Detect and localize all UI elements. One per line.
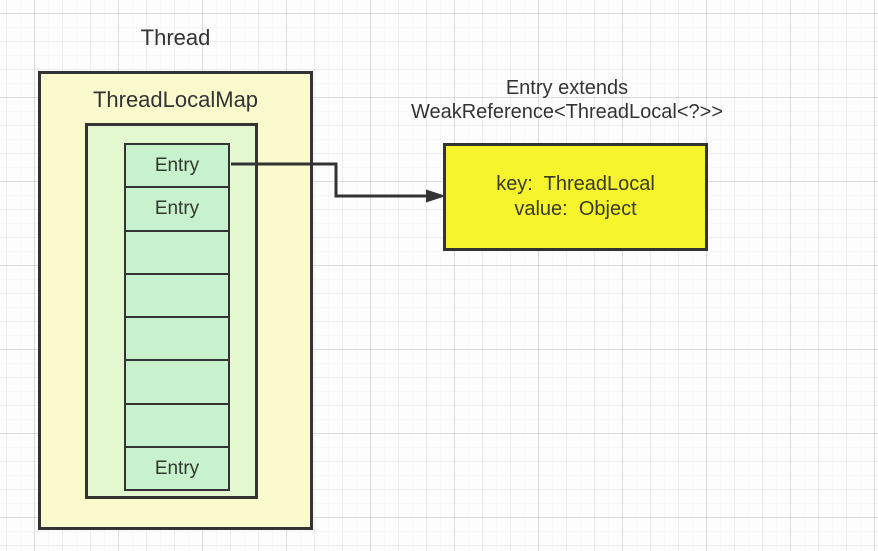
entry-note: Entry extends WeakReference<ThreadLocal<… [400,76,734,124]
entry-cell-label: Entry [154,154,200,176]
threadlocalmap-label: ThreadLocalMap [92,87,259,112]
entry-cell-8: Entry [126,448,228,490]
entry-cell-4 [126,274,228,319]
entry-cell-7 [126,404,228,449]
thread-label: Thread [140,25,211,50]
entry-note-line1: Entry extends [505,77,629,99]
threadlocalmap-box: Entry Entry [85,123,258,499]
entry-cell-label: Entry [154,457,200,479]
entry-value-line: value: Object [514,198,637,220]
entry-key-line: key: ThreadLocal [496,173,655,195]
entry-note-line2: WeakReference<ThreadLocal<?>> [410,101,724,123]
entry-cell-2: Entry [126,188,228,232]
entry-cell-5 [126,318,228,362]
entry-detail-box: key: ThreadLocal value: Object [443,143,708,251]
entry-cell-3 [126,231,228,275]
entry-table: Entry Entry [124,143,230,492]
thread-box: ThreadLocalMap Entry Entry [38,71,313,530]
entry-cell-label: Entry [154,197,200,219]
entry-cell-6 [126,361,228,405]
entry-cell-1: Entry [126,145,228,189]
